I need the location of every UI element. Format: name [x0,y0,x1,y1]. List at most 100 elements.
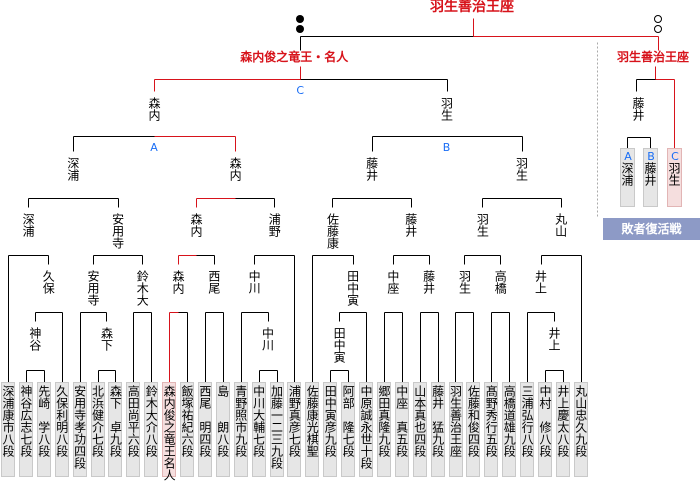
revival-semifinal-winner: 藤井 [631,97,645,121]
main-bracket-winner: 森内俊之竜王・名人 [240,50,349,64]
match-winner-label: 森下 [99,327,114,351]
player-name: 田中寅彦九段 [323,385,338,457]
player-entry: 鈴木大介八段 [144,382,159,477]
player-name: 西尾 明四段 [197,385,212,457]
player-name: 島 朗八段 [215,385,230,457]
player-entry: 神谷広志七段 [18,382,33,477]
match-winner-label: 高橋 [493,270,508,294]
revival-entry-a: A 深浦 [620,148,635,207]
match-winner-label: 丸山 [553,213,568,237]
player-name: 佐藤和俊四段 [466,385,481,457]
revival-entry-name: 羽生 [667,162,681,186]
player-name: 井上慶太八段 [555,385,570,457]
player-entry: 北浜健介七段 [90,382,105,477]
player-name: 安用寺孝功四段 [72,385,87,469]
player-name: 鈴木大介八段 [144,385,159,457]
match-winner-label: 鈴木大 [135,270,150,306]
player-name: 加藤一二三九段 [269,385,284,469]
player-entry: 飯塚祐紀六段 [180,382,194,477]
player-entry: 安用寺孝功四段 [72,382,87,477]
player-name: 阿部 隆七段 [341,385,356,457]
player-name: 深浦康市八段 [1,385,15,457]
player-entry: 佐藤和俊四段 [466,382,481,477]
match-winner-label: 藤井 [364,157,379,181]
match-winner-label: 羽生 [457,270,472,294]
loss-mark-icon [296,25,305,33]
match-winner-label: 西尾 [206,270,221,294]
player-entry: 田中寅彦九段 [323,382,338,477]
player-entry: 中座 真五段 [394,382,409,477]
player-name: 青野照市九段 [233,385,248,457]
player-name: 中川大輔七段 [251,385,266,457]
revival-entry-c: C 羽生 [667,148,682,207]
player-entry: 山本真也四段 [412,382,427,477]
player-name: 丸山忠久九段 [573,385,588,457]
match-winner-label: 藤井 [403,213,418,237]
player-name: 高田尚平六段 [126,385,141,457]
player-name: 森内俊之竜王名人 [162,385,177,481]
player-entry: 西尾 明四段 [197,382,212,477]
match-winner-label: 中川 [247,270,262,294]
player-name: 羽生善治王座 [448,385,463,457]
player-name: 郷田真隆九段 [376,385,391,457]
player-name: 髙野秀行五段 [484,385,499,457]
bracket-letter: A [624,150,632,163]
player-name: 飯塚祐紀六段 [180,385,194,457]
player-name: 中座 真五段 [394,385,409,457]
match-winner-label: 田中寅 [332,327,347,363]
revival-bracket-winner: 羽生善治王座 [617,50,690,64]
player-entry: 中川大輔七段 [251,382,266,477]
bracket-letter: C [296,84,305,97]
loss-mark-icon [296,15,305,23]
player-entry: 藤井 猛九段 [430,382,445,477]
player-entry: 深浦康市八段 [1,382,15,477]
player-entry: 森下 卓九段 [108,382,123,477]
match-winner-label: 森内 [171,270,186,294]
player-name: 藤井 猛九段 [430,385,445,457]
match-winner-label: 神谷 [27,327,42,351]
player-name: 高橋道雄九段 [502,385,517,457]
win-mark-icon [654,25,662,33]
player-entry: 先崎 学八段 [36,382,51,477]
bracket-letter: A [150,141,158,154]
player-entry: 加藤一二三九段 [269,382,284,477]
player-name: 先崎 学八段 [36,385,51,457]
match-winner-label: 森内 [228,157,243,181]
player-entry: 井上慶太八段 [555,382,570,477]
overall-champion-title: 羽生善治王座 [430,0,514,15]
player-entry: 島 朗八段 [215,382,230,477]
revival-entry-name: 藤井 [643,162,657,186]
match-winner-label: 羽生 [514,157,529,181]
bracket-letter: B [647,150,655,163]
match-winner-label: 中座 [385,270,400,294]
match-winner-label: 森内 [146,97,161,121]
match-winner-label: 井上 [533,270,548,294]
player-name: 森下 卓九段 [108,385,123,457]
player-entry: 羽生善治王座 [448,382,463,477]
match-winner-label: 佐藤康 [325,213,340,249]
bracket-letter: C [671,150,679,163]
match-winner-label: 藤井 [421,270,436,294]
match-winner-label: 中川 [260,327,275,351]
player-entry: 高橋道雄九段 [502,382,517,477]
player-entry: 久保利明八段 [54,382,69,477]
player-entry: 青野照市九段 [233,382,248,477]
player-name: 中原誠永世十段 [359,385,373,469]
match-winner-label: 安用寺 [86,270,101,306]
revival-bracket-button[interactable]: 敗者復活戦 [603,218,700,240]
revival-entry-b: B 藤井 [643,148,658,207]
match-winner-label: 浦野 [267,213,282,237]
player-entry: 佐藤康光棋聖 [305,382,320,477]
player-name: 山本真也四段 [412,385,427,457]
match-winner-label: 田中寅 [345,270,360,306]
player-name: 久保利明八段 [54,385,69,457]
player-name: 佐藤康光棋聖 [305,385,320,457]
player-name: 浦野真彦七段 [287,385,302,457]
win-mark-icon [654,15,662,23]
match-winner-label: 井上 [546,327,561,351]
match-winner-label: 羽生 [439,97,454,121]
player-entry: 森内俊之竜王名人 [162,382,177,481]
player-entry: 高田尚平六段 [126,382,141,477]
player-entry: 阿部 隆七段 [341,382,356,477]
